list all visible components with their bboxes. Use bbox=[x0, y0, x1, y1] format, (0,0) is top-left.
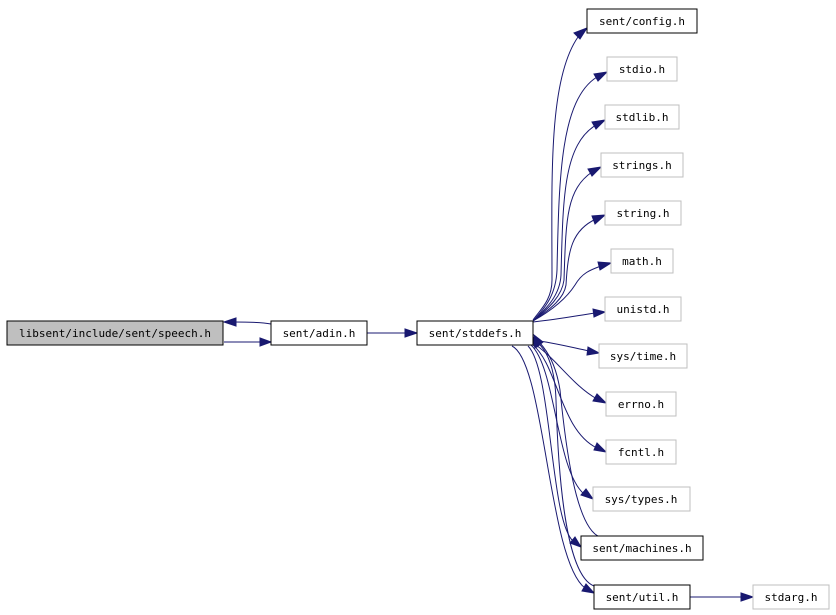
node-stddefs[interactable]: sent/stddefs.h bbox=[416, 320, 534, 346]
edge-stddefs-to-strings-arrowhead bbox=[587, 166, 603, 177]
edge-stddefs-to-stdlib bbox=[532, 124, 597, 322]
node-machines[interactable]: sent/machines.h bbox=[580, 535, 704, 561]
node-systime[interactable]: sys/time.h bbox=[598, 343, 688, 369]
node-stdio-label: stdio.h bbox=[619, 63, 665, 76]
node-strings-label: strings.h bbox=[612, 159, 672, 172]
edge-stddefs-to-string-arrowhead bbox=[591, 214, 607, 225]
edge-stddefs-to-string bbox=[532, 218, 597, 322]
node-string[interactable]: string.h bbox=[604, 200, 682, 226]
node-stdlib-label: stdlib.h bbox=[616, 111, 669, 124]
edge-stddefs-to-unistd-arrowhead bbox=[592, 308, 607, 318]
edge-stddefs-to-unistd bbox=[532, 312, 596, 323]
edge-stddefs-to-stdio bbox=[532, 76, 598, 322]
node-stdlib[interactable]: stdlib.h bbox=[604, 104, 680, 130]
node-stdarg-label: stdarg.h bbox=[765, 591, 818, 604]
node-stdarg[interactable]: stdarg.h bbox=[752, 584, 830, 610]
edge-stddefs-to-systime-arrowhead bbox=[586, 346, 601, 356]
edge-stddefs-to-math-arrowhead bbox=[597, 261, 613, 271]
nodes-layer: libsent/include/sent/speech.h sent/adin.… bbox=[6, 8, 830, 610]
node-adin[interactable]: sent/adin.h bbox=[270, 320, 368, 346]
edges-layer bbox=[222, 26, 755, 602]
edge-adin-to-stddefs-arrowhead bbox=[404, 328, 419, 338]
edge-util-to-stddefs bbox=[537, 342, 595, 587]
node-errno-label: errno.h bbox=[618, 398, 664, 411]
node-math-label: math.h bbox=[622, 255, 662, 268]
node-speech-label: libsent/include/sent/speech.h bbox=[19, 327, 211, 340]
edge-stddefs-to-stdlib-arrowhead bbox=[591, 119, 607, 130]
edge-stddefs-to-errno bbox=[532, 342, 598, 400]
edge-util-to-stdarg-arrowhead bbox=[740, 592, 755, 602]
node-stddefs-label: sent/stddefs.h bbox=[429, 327, 522, 340]
node-systypes[interactable]: sys/types.h bbox=[592, 486, 691, 512]
node-fcntl[interactable]: fcntl.h bbox=[605, 439, 677, 465]
node-strings[interactable]: strings.h bbox=[600, 152, 684, 178]
node-stdio[interactable]: stdio.h bbox=[606, 56, 678, 82]
edge-stddefs-to-fcntl-arrowhead bbox=[593, 442, 608, 453]
edge-stddefs-to-math bbox=[532, 265, 602, 322]
node-unistd-label: unistd.h bbox=[617, 303, 670, 316]
edge-stddefs-to-strings bbox=[532, 171, 593, 322]
edge-stddefs-to-errno-arrowhead bbox=[592, 393, 608, 404]
node-machines-label: sent/machines.h bbox=[592, 542, 691, 555]
node-fcntl-label: fcntl.h bbox=[618, 446, 664, 459]
node-util[interactable]: sent/util.h bbox=[593, 584, 691, 610]
node-speech[interactable]: libsent/include/sent/speech.h bbox=[6, 320, 224, 346]
edge-stddefs-to-stdio-arrowhead bbox=[593, 71, 609, 82]
edge-stddefs-to-util bbox=[511, 345, 586, 589]
node-systypes-label: sys/types.h bbox=[605, 493, 678, 506]
edge-stddefs-to-systypes-arrowhead bbox=[580, 488, 595, 500]
node-util-label: sent/util.h bbox=[606, 591, 679, 604]
node-unistd[interactable]: unistd.h bbox=[604, 296, 682, 322]
node-string-label: string.h bbox=[617, 207, 670, 220]
edge-stddefs-to-config bbox=[532, 36, 579, 321]
edge-adin-to-speech bbox=[233, 321, 272, 325]
edge-adin-to-speech-arrowhead bbox=[222, 317, 237, 327]
edge-stddefs-to-config-arrowhead bbox=[573, 26, 589, 40]
node-config-label: sent/config.h bbox=[599, 15, 685, 28]
edge-stddefs-to-util-arrowhead bbox=[581, 583, 596, 594]
edge-stddefs-to-machines bbox=[527, 345, 574, 542]
edge-machines-to-stddefs bbox=[539, 342, 601, 538]
edge-speech-to-adin-arrowhead bbox=[259, 337, 273, 347]
node-config[interactable]: sent/config.h bbox=[586, 8, 698, 34]
node-math[interactable]: math.h bbox=[610, 248, 674, 274]
edge-stddefs-to-machines-arrowhead bbox=[569, 536, 583, 548]
node-systime-label: sys/time.h bbox=[610, 350, 676, 363]
node-adin-label: sent/adin.h bbox=[283, 327, 356, 340]
node-errno[interactable]: errno.h bbox=[605, 391, 677, 417]
